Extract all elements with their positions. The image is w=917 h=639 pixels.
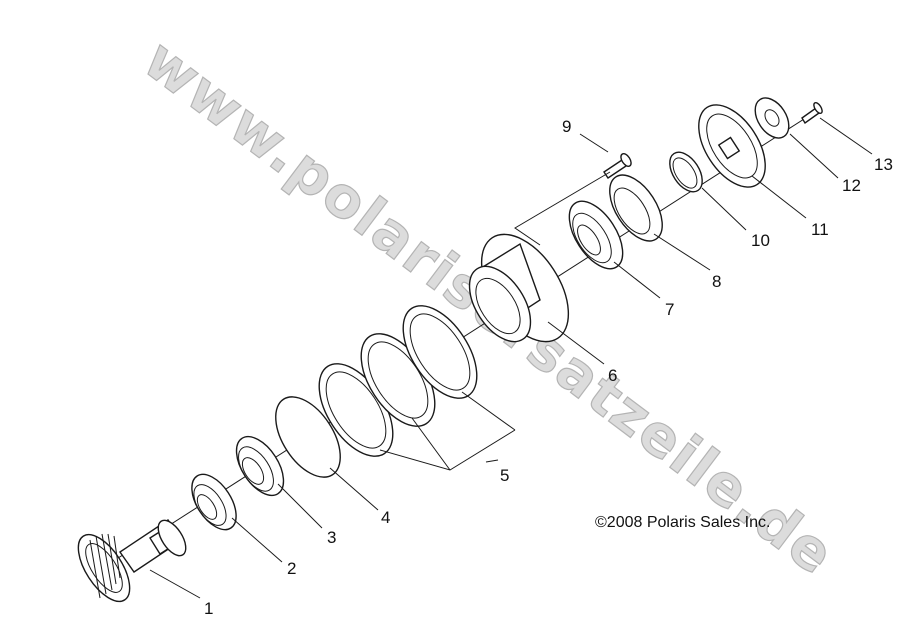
callout-8: 8 bbox=[712, 272, 721, 291]
callout-2: 2 bbox=[287, 559, 296, 578]
callout-10: 10 bbox=[751, 231, 770, 250]
part-6-housing bbox=[468, 233, 570, 343]
leader-lines bbox=[149, 117, 873, 599]
part-13-bolt bbox=[801, 102, 823, 125]
part-7-bearing bbox=[568, 200, 624, 270]
callout-5: 5 bbox=[500, 466, 509, 485]
part-10-snap-ring bbox=[669, 151, 703, 193]
callout-4: 4 bbox=[381, 508, 390, 527]
callout-7: 7 bbox=[665, 300, 674, 319]
part-12-retaining-plate bbox=[754, 97, 790, 139]
callout-6: 6 bbox=[608, 366, 617, 385]
part-5-gaskets bbox=[318, 305, 478, 457]
callout-13: 13 bbox=[874, 155, 893, 174]
part-3-bearing bbox=[235, 435, 285, 497]
part-4-o-ring bbox=[275, 396, 341, 478]
copyright-notice: ©2008 Polaris Sales Inc. bbox=[595, 514, 770, 531]
part-9-bolt bbox=[603, 153, 632, 179]
callout-9: 9 bbox=[562, 117, 571, 136]
callout-1: 1 bbox=[204, 599, 213, 618]
part-2-bearing bbox=[191, 473, 237, 531]
callout-3: 3 bbox=[327, 528, 336, 547]
part-8-splined-collar bbox=[609, 174, 663, 242]
callout-11: 11 bbox=[811, 220, 829, 239]
part-1-bevel-gear-shaft bbox=[77, 519, 187, 603]
part-11-sprocket bbox=[698, 104, 766, 188]
callout-12: 12 bbox=[842, 176, 861, 195]
